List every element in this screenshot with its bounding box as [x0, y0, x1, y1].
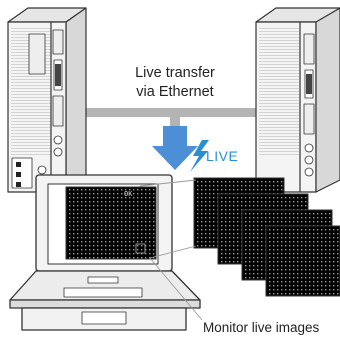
- ethernet-cable: [86, 108, 274, 128]
- transfer-label: Live transfer via Ethernet: [120, 64, 230, 102]
- monitor-label: Monitor live images: [203, 320, 320, 335]
- monitor-screen: [265, 225, 340, 297]
- controller-right: [255, 7, 340, 193]
- live-label: LIVE: [206, 148, 239, 164]
- controller-left: [7, 7, 87, 193]
- laptop: [9, 174, 201, 331]
- lightning-bolt-icon: [190, 140, 209, 172]
- monitor-screen-stack: [193, 177, 340, 297]
- transfer-label-line2: via Ethernet: [136, 84, 214, 100]
- down-arrow-icon: [152, 126, 198, 170]
- laptop-screen-readout: OK: [124, 190, 133, 198]
- callout-lines: [139, 179, 203, 321]
- transfer-label-line1: Live transfer: [135, 65, 215, 81]
